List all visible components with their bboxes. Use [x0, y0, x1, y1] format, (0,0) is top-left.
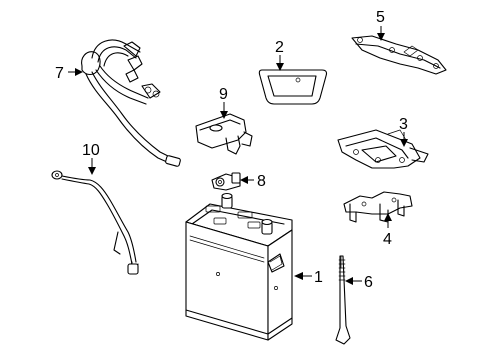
callout-9: 9	[219, 86, 228, 103]
callout-10-leader	[88, 158, 96, 175]
part-6-rod	[335, 255, 351, 345]
callout-2: 2	[275, 39, 284, 56]
part-4-clamp	[343, 191, 413, 223]
part-8-terminal-clamp	[211, 172, 241, 191]
part-7-battery-cable	[81, 39, 181, 167]
callout-8: 8	[257, 173, 266, 190]
callout-10: 10	[82, 142, 100, 159]
callout-4-leader	[384, 213, 392, 228]
part-10-ground-cable	[51, 170, 139, 275]
callout-5: 5	[376, 9, 385, 26]
callout-9-leader	[220, 102, 228, 119]
callout-3-leader	[400, 132, 408, 147]
callout-8-leader	[240, 176, 254, 184]
callout-2-leader	[276, 55, 284, 71]
callout-4: 4	[383, 231, 392, 248]
part-2-tray	[258, 69, 328, 105]
part-5-bracket	[351, 35, 447, 75]
callout-5-leader	[377, 26, 385, 41]
part-1-battery	[185, 192, 293, 341]
callout-6-leader	[345, 277, 362, 285]
part-3-carrier	[337, 129, 429, 169]
callout-1: 1	[314, 269, 323, 286]
part-9-terminal-cover	[195, 113, 253, 155]
callout-1-leader	[294, 272, 312, 280]
callout-7: 7	[55, 65, 64, 82]
callout-7-leader	[68, 68, 83, 76]
callout-6: 6	[364, 274, 373, 291]
callout-3: 3	[399, 116, 408, 133]
